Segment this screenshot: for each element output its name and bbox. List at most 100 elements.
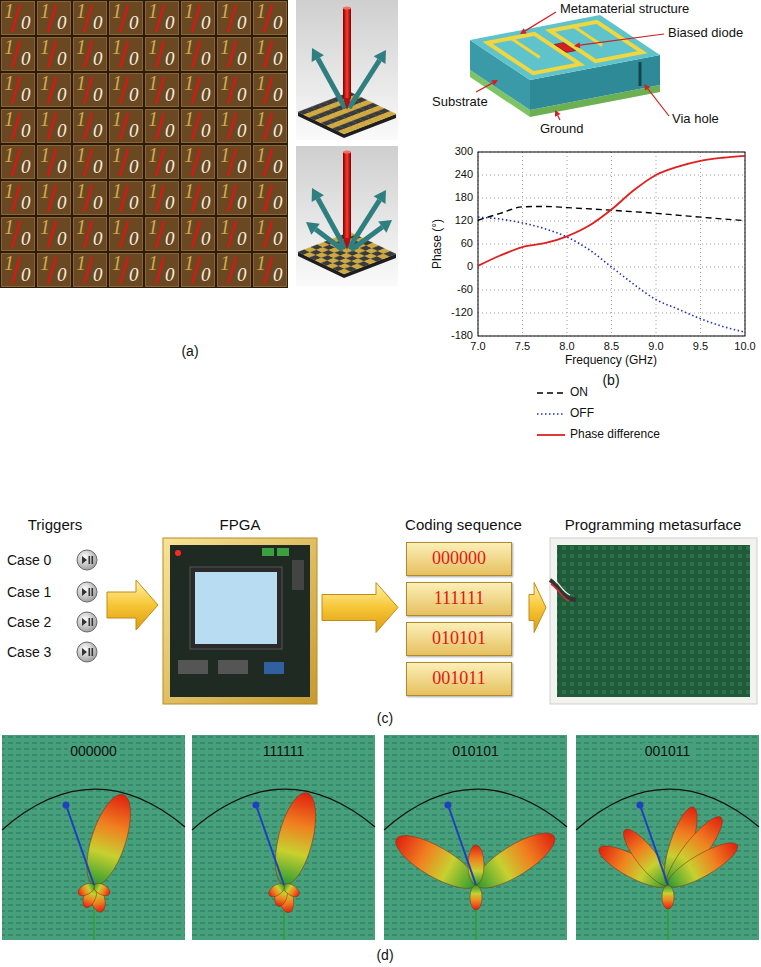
legend-label: ON [570,386,588,400]
bit-digit: 1 [76,145,86,165]
metal-pattern [511,38,540,57]
bit-digit: 1 [76,217,86,237]
play-symbol [82,648,87,656]
x-tick-label: 8.0 [559,340,574,353]
button-body [77,550,97,570]
leader-head [574,42,580,48]
bit-digit: 1 [148,1,158,21]
incident-marker [445,802,452,809]
tile-border [252,72,288,108]
leader-shaft [525,12,556,31]
leader-head [644,84,650,91]
grid-line [611,152,612,336]
bit-digit: 1 [184,145,194,165]
trigger-button [77,582,97,602]
coding-tile [182,38,215,71]
coding-tile [182,74,215,107]
y-tick-label: 300 [455,145,473,158]
node-heading: 000000 [67,743,120,760]
coding-tile [2,74,35,107]
coding-tile [2,218,35,251]
tile-border [72,0,108,36]
bit-digit: 0 [21,121,31,140]
bit-digit: 0 [93,265,103,284]
bit-digit: 0 [237,229,247,248]
coding-tile [74,182,107,215]
bit-digit: 0 [273,121,283,140]
bit-digit: 1 [76,253,86,273]
tile-border [180,72,216,108]
tile-border [0,72,36,108]
bit-digit: 0 [93,229,103,248]
bit-digit: 1 [76,73,86,93]
bit-digit: 1 [184,37,194,57]
coding-tile [2,146,35,179]
coding-tile [218,254,251,287]
grid-line [700,152,701,336]
y-tick-label: -120 [451,306,473,319]
tile-border [36,144,72,180]
tile-border [108,0,144,36]
bit-digit: 0 [201,13,211,32]
tile-border [72,36,108,72]
bit-digit: 0 [273,193,283,212]
incident-direction [66,805,94,885]
coding-tile [146,110,179,143]
bit-digit: 1 [256,73,266,93]
circuit-board [170,545,310,697]
radiation-lobe [92,881,113,899]
bit-digit: 0 [237,49,247,68]
x-tick-label: 7.5 [515,340,530,353]
tile-border [108,108,144,144]
bit-digit: 0 [129,85,139,104]
leader-head [491,80,498,86]
coding-tile [254,254,287,287]
bit-digit: 0 [129,49,139,68]
tile-border [0,0,36,36]
bit-digit: 1 [184,181,194,201]
coding-tile [254,38,287,71]
bit-digit: 0 [273,49,283,68]
bit-digit: 0 [93,157,103,176]
coding-tile [218,74,251,107]
tile-border [72,108,108,144]
panel-letter: (a) [181,343,198,359]
reference-arc [384,789,567,830]
serial-port [178,660,208,674]
terminal-block [262,548,274,556]
bit-digit: 0 [21,85,31,104]
coding-tile [182,254,215,287]
panel-letter: (d) [376,947,393,963]
leader-head [555,110,560,117]
button-body [77,582,97,602]
fpga-stage: FPGA [160,510,320,705]
tile-border [252,108,288,144]
coding-tile [2,110,35,143]
bit-digit: 0 [57,193,67,212]
coding-sequence-column: 000000111111010101001011Coding sequence [400,510,527,705]
fpga-board [163,538,317,704]
radiation-lobe [468,824,562,898]
phase-curve [478,217,745,332]
node-heading: Triggers [28,516,82,534]
tile-border [144,180,180,216]
coding-tile [110,218,143,251]
tile-border [36,180,72,216]
bit-digit: 1 [40,181,50,201]
bit-digit: 0 [237,265,247,284]
beam-tip [343,238,351,250]
incident-marker [637,802,644,809]
tile-border [216,144,252,180]
bit-digit: 0 [57,157,67,176]
node-heading: 001011 [432,668,485,690]
coding-tile [218,38,251,71]
tile-border [216,252,252,288]
metasurface-board [557,545,750,697]
lobe-shape [468,824,562,898]
plate-cell [384,111,396,116]
grid-line [656,152,657,336]
coding-tile [38,218,71,251]
bit-digit: 1 [40,145,50,165]
tile-border [72,216,108,252]
trigger-button [77,612,97,632]
